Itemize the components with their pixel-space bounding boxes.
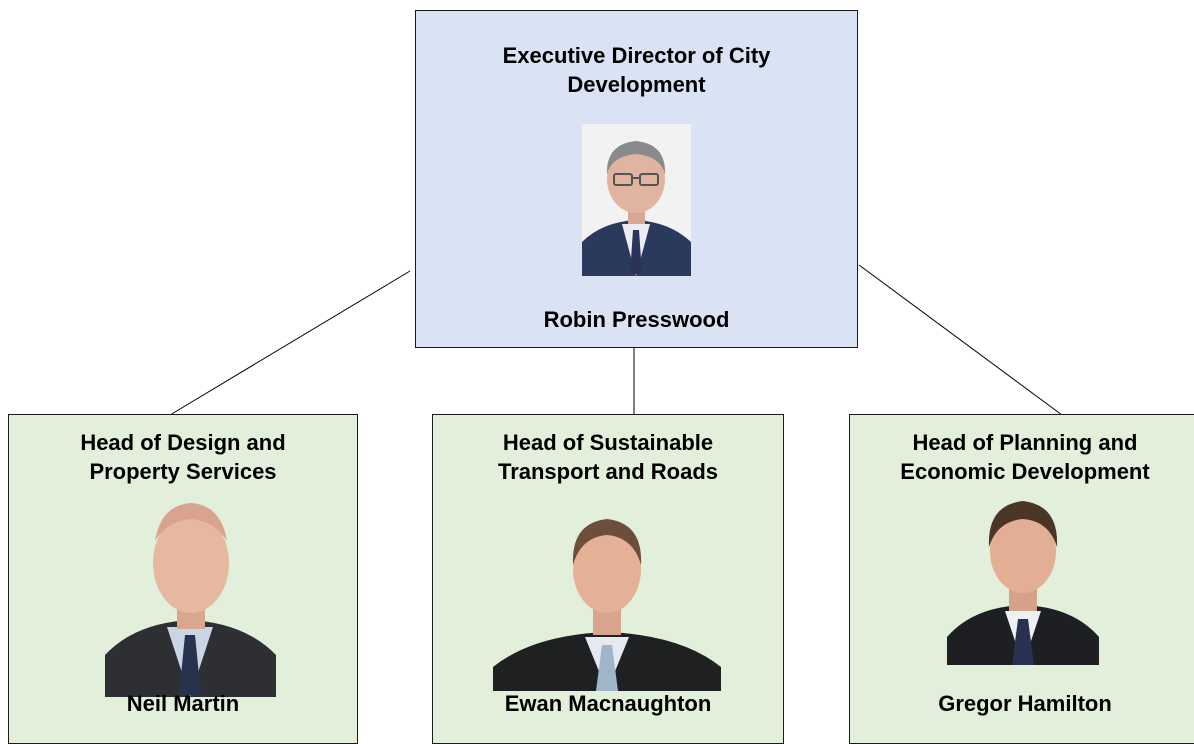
connector-line-left [169, 270, 411, 416]
executive-director-box: Executive Director of City Development R… [415, 10, 858, 348]
executive-role-title: Executive Director of City Development [502, 43, 771, 97]
head-design-property-box: Head of Design and Property Services Nei… [8, 414, 358, 744]
head-role-title: Head of Design and Property Services [80, 430, 286, 484]
person-portrait-icon [947, 501, 1099, 665]
head-role-title: Head of Sustainable Transport and Roads [497, 430, 719, 484]
head-role-title: Head of Planning and Economic Developmen… [900, 430, 1150, 484]
person-portrait-icon [105, 503, 276, 697]
person-portrait-icon [582, 124, 691, 276]
head-transport-roads-box: Head of Sustainable Transport and Roads … [432, 414, 784, 744]
head-name: Ewan Macnaughton [504, 691, 712, 716]
executive-name: Robin Presswood [543, 307, 730, 332]
person-portrait-icon [493, 519, 721, 691]
head-planning-economic-box: Head of Planning and Economic Developmen… [849, 414, 1194, 744]
connector-line-right [858, 264, 1063, 416]
head-name: Gregor Hamilton [938, 691, 1112, 716]
head-name: Neil Martin [126, 691, 240, 716]
